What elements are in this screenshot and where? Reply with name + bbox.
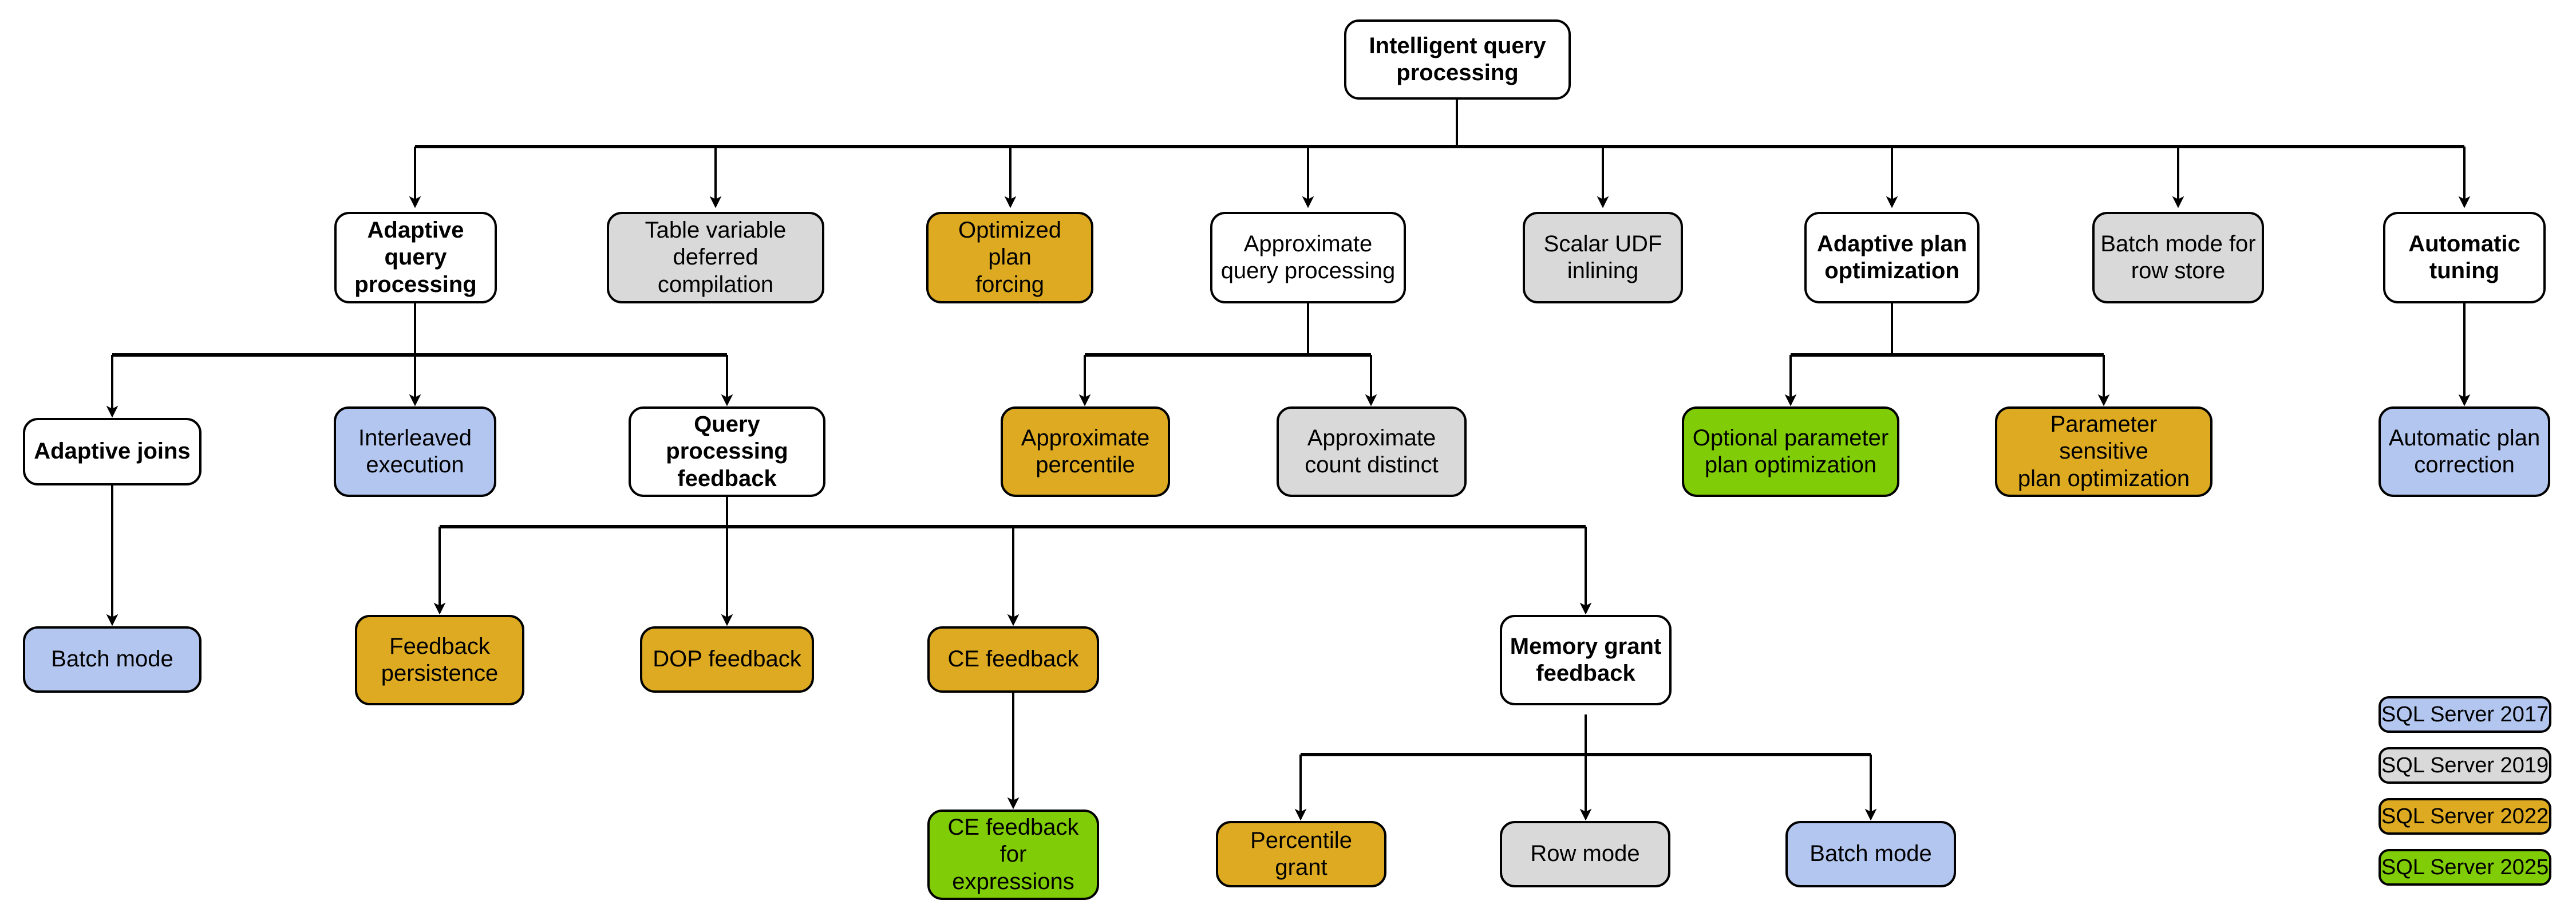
node-approximate-count-distinct[interactable]: Approximate count distinct bbox=[1277, 406, 1467, 497]
node-approximate-percentile[interactable]: Approximate percentile bbox=[1001, 406, 1170, 497]
node-parameter-sensitive-plan-optimization[interactable]: Parameter sensitive plan optimization bbox=[1995, 406, 2212, 497]
legend-item-sql-server-2017[interactable]: SQL Server 2017 bbox=[2379, 696, 2551, 733]
node-ce-feedback[interactable]: CE feedback bbox=[927, 626, 1099, 693]
node-intelligent-query-processing[interactable]: Intelligent query processing bbox=[1344, 19, 1571, 100]
node-batch-mode-for-row-store[interactable]: Batch mode for row store bbox=[2092, 212, 2264, 303]
node-batch-mode-memory-grant[interactable]: Batch mode bbox=[1785, 821, 1956, 887]
node-feedback-persistence[interactable]: Feedback persistence bbox=[355, 615, 524, 705]
node-optional-parameter-plan-optimization[interactable]: Optional parameter plan optimization bbox=[1682, 406, 1899, 497]
node-adaptive-plan-optimization[interactable]: Adaptive plan optimization bbox=[1804, 212, 1980, 303]
node-query-processing-feedback[interactable]: Query processing feedback bbox=[629, 406, 825, 497]
legend-item-sql-server-2019[interactable]: SQL Server 2019 bbox=[2379, 747, 2551, 784]
node-ce-feedback-for-expressions[interactable]: CE feedback for expressions bbox=[927, 810, 1099, 900]
node-memory-grant-feedback[interactable]: Memory grant feedback bbox=[1500, 615, 1672, 705]
node-automatic-plan-correction[interactable]: Automatic plan correction bbox=[2379, 406, 2550, 497]
node-approximate-query-processing[interactable]: Approximate query processing bbox=[1210, 212, 1406, 303]
node-automatic-tuning[interactable]: Automatic tuning bbox=[2383, 212, 2546, 303]
node-row-mode[interactable]: Row mode bbox=[1500, 821, 1670, 887]
node-table-variable-deferred-compilation[interactable]: Table variable deferred compilation bbox=[607, 212, 824, 303]
node-dop-feedback[interactable]: DOP feedback bbox=[640, 626, 814, 693]
node-percentile-grant[interactable]: Percentile grant bbox=[1216, 821, 1386, 887]
node-adaptive-joins[interactable]: Adaptive joins bbox=[23, 418, 202, 485]
node-adaptive-query-processing[interactable]: Adaptive query processing bbox=[334, 212, 497, 303]
legend-item-sql-server-2025[interactable]: SQL Server 2025 bbox=[2379, 849, 2551, 886]
node-scalar-udf-inlining[interactable]: Scalar UDF inlining bbox=[1523, 212, 1683, 303]
node-interleaved-execution[interactable]: Interleaved execution bbox=[334, 406, 496, 497]
node-batch-mode-adaptive-joins[interactable]: Batch mode bbox=[23, 626, 202, 693]
legend-item-sql-server-2022[interactable]: SQL Server 2022 bbox=[2379, 798, 2551, 835]
node-optimized-plan-forcing[interactable]: Optimized plan forcing bbox=[926, 212, 1093, 303]
